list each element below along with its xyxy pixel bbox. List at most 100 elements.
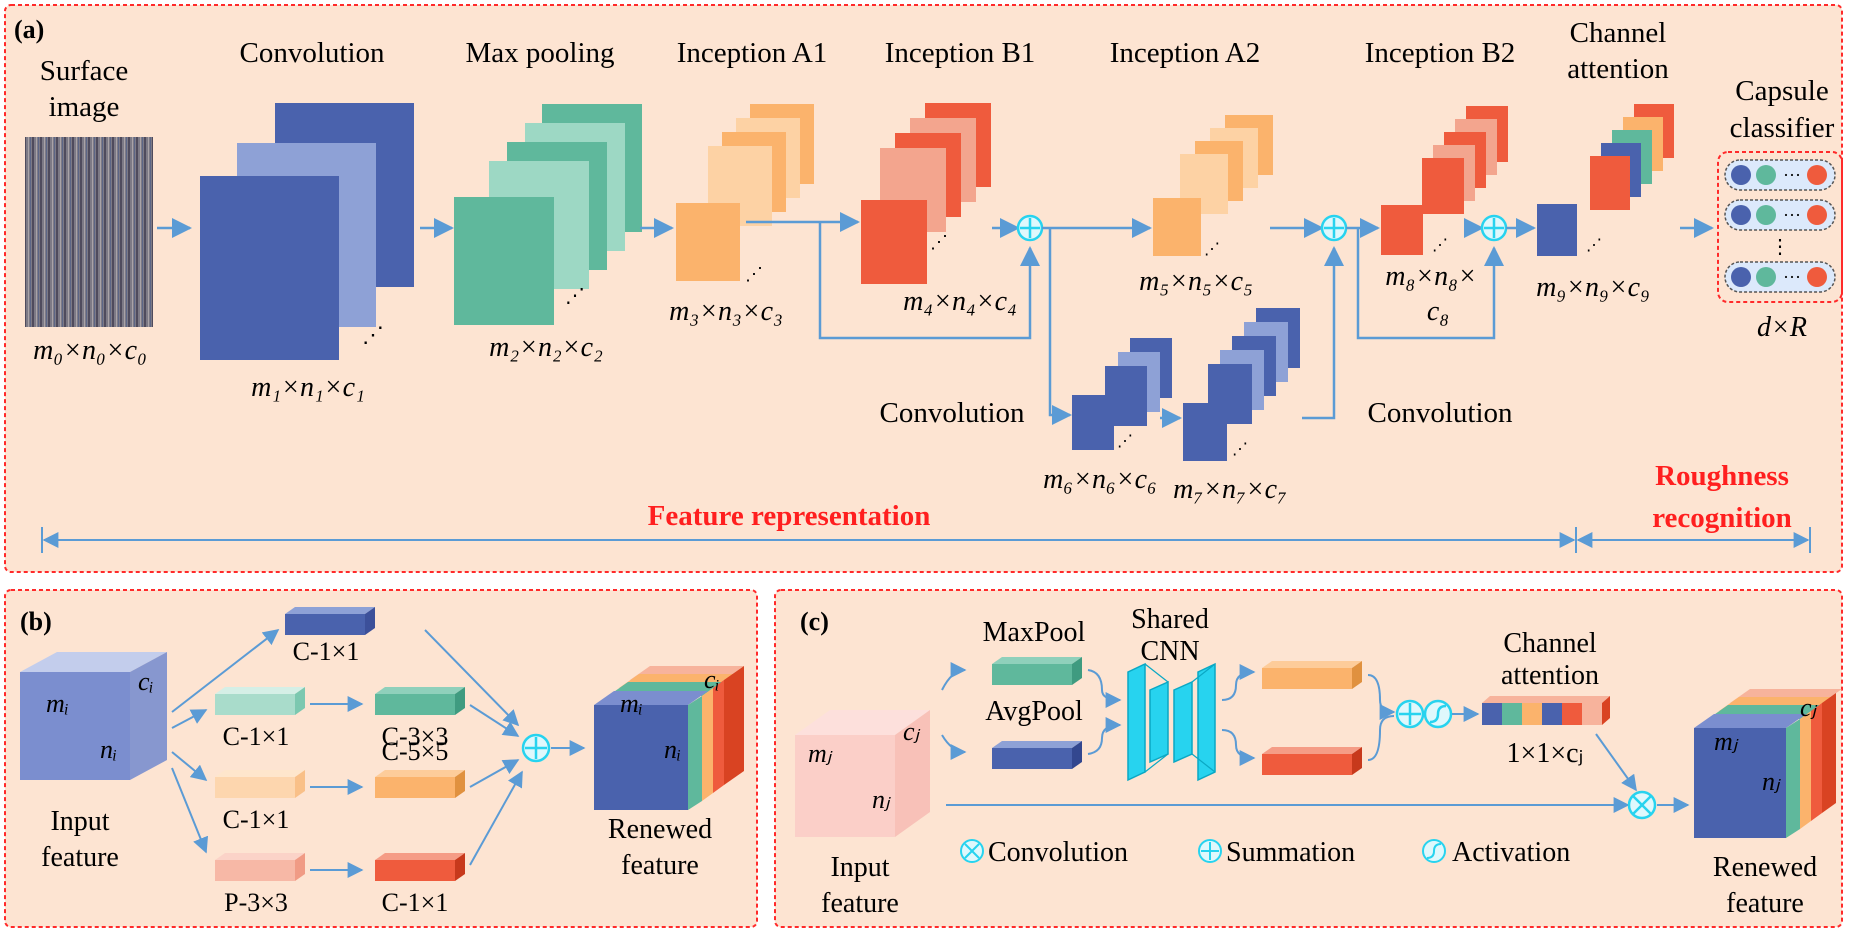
panel-b-input-cube <box>20 652 167 780</box>
panel-a: (a) Surface image m₀×n₀×c₀ Convolution ⋰… <box>4 4 1843 573</box>
legend-sum: Summation <box>1226 837 1355 868</box>
c-cube-c: cⱼ <box>903 717 921 746</box>
incB1-ellipsis: ⋰ <box>930 232 948 252</box>
branch-label-conv-left: Convolution <box>879 397 1025 429</box>
stage-title-incB1: Inception B1 <box>885 37 1036 69</box>
b-block-red-1x1 <box>375 853 465 881</box>
b-output-2: feature <box>621 850 699 881</box>
c-shared-cnn <box>1127 662 1216 782</box>
surface-image-title-1: Surface <box>40 55 129 87</box>
ca-ellipsis: ⋰ <box>1586 237 1602 254</box>
b-output-1: Renewed <box>608 814 712 845</box>
stage-title-caps-2: classifier <box>1730 112 1835 144</box>
convb1-map-1 <box>1072 395 1114 450</box>
c-ca-1: Channel <box>1503 628 1597 659</box>
svg-text:···: ··· <box>1783 205 1801 225</box>
b-block-label-5: C-5×5 <box>382 737 449 766</box>
b-out-c: cᵢ <box>704 665 720 694</box>
incB1-map-1 <box>861 200 927 284</box>
dim-m9: m₉×n₉×c₉ <box>1536 272 1650 303</box>
panel-b: (b) cᵢ mᵢ nᵢ Input feature C-1×1 <box>4 589 758 928</box>
dim-m3: m₃×n₃×c₃ <box>669 296 783 327</box>
convb-to-sum2 <box>1302 246 1344 420</box>
stage-title-maxpool: Max pooling <box>465 37 614 69</box>
convb1-ellipsis: ⋰ <box>1117 433 1133 450</box>
convb2-map-1 <box>1183 403 1227 461</box>
c-output-1: Renewed <box>1713 852 1817 883</box>
c-avgpool-label: AvgPool <box>985 696 1083 727</box>
c-maxpool-block <box>992 657 1082 685</box>
span-feature-label: Feature representation <box>648 500 931 532</box>
b-block-label-3: C-3×3 <box>382 722 449 751</box>
stage-title-caps-1: Capsule <box>1735 75 1828 107</box>
dim-dR: d×R <box>1757 312 1807 343</box>
dim-m2: m₂×n₂×c₂ <box>489 332 603 363</box>
panel-c-label: (c) <box>800 607 829 636</box>
c-out-c: cⱼ <box>1800 693 1818 722</box>
c-avgpool-block <box>992 741 1082 769</box>
b-input-1: Input <box>50 806 109 837</box>
dim-m0: m₀×n₀×c₀ <box>33 335 147 366</box>
incB2-map-1 <box>1381 205 1423 255</box>
dim-m7: m₇×n₇×c₇ <box>1173 474 1287 505</box>
convb2-ellipsis: ⋰ <box>1232 441 1248 458</box>
conv-ellipsis: ⋰ <box>362 322 384 347</box>
c-shared-2: CNN <box>1140 636 1199 667</box>
conv-map-1 <box>200 176 339 360</box>
c-legend: Convolution Summation Activation <box>960 837 1570 868</box>
capsule-box: ··· ··· ⋮ ··· <box>1717 151 1843 303</box>
surface-image <box>25 137 153 327</box>
b-block-green-3x3 <box>375 687 465 715</box>
c-shared-1: Shared <box>1131 604 1209 635</box>
dim-m8-2: c₈ <box>1427 296 1449 327</box>
stage-title-incA1: Inception A1 <box>677 37 828 69</box>
panel-c: (c) cⱼ mⱼ nⱼ Input feature MaxPool AvgPo… <box>774 589 1843 928</box>
c-ca-dim: 1×1×cⱼ <box>1507 738 1584 769</box>
b-input-2: feature <box>41 842 119 873</box>
b-cube-c: cᵢ <box>138 667 154 696</box>
b-block-label-4: C-1×1 <box>223 805 290 834</box>
incB2-map-2 <box>1422 158 1464 214</box>
b-block-orange-5x5 <box>375 770 465 798</box>
b-out-m: mᵢ <box>620 689 643 718</box>
c-ca-bar <box>1482 696 1610 725</box>
incA1-map-1 <box>676 203 740 281</box>
branch-label-conv-right: Convolution <box>1367 397 1513 429</box>
stage-title-incB2: Inception B2 <box>1365 37 1516 69</box>
pool-ellipsis: ⋰ <box>565 285 585 307</box>
c-input-1: Input <box>830 852 889 883</box>
span-rough-label-2: recognition <box>1652 502 1792 534</box>
c-cube-n: nⱼ <box>872 785 891 814</box>
branch-conv <box>1048 228 1072 425</box>
stage-title-ca-2: attention <box>1567 53 1669 85</box>
c-cube-m: mⱼ <box>808 739 833 768</box>
incA2-ellipsis: ⋰ <box>1204 241 1220 258</box>
b-block-label-6: P-3×3 <box>224 888 288 917</box>
dim-m4: m₄×n₄×c₄ <box>903 286 1017 317</box>
capsule-vdots: ⋮ <box>1770 236 1790 258</box>
legend-conv: Convolution <box>988 837 1128 868</box>
c-out-n: nⱼ <box>1762 767 1781 796</box>
c-out-red-block <box>1262 747 1362 775</box>
stage-title-ca-1: Channel <box>1570 17 1667 49</box>
panel-c-input-cube <box>795 710 930 837</box>
b-block-label-1: C-1×1 <box>293 637 360 666</box>
panel-b-label: (b) <box>20 607 52 636</box>
surface-image-title-2: image <box>49 91 120 123</box>
skip-b1 <box>818 222 1040 340</box>
c-out-m: mⱼ <box>1714 727 1739 756</box>
pool-map-1 <box>454 197 554 325</box>
c-out-orange-block <box>1262 661 1362 689</box>
panel-a-label: (a) <box>14 15 44 44</box>
panel-c-output-cube <box>1694 689 1842 838</box>
stage-title-incA2: Inception A2 <box>1110 37 1261 69</box>
b-cube-m: mᵢ <box>46 689 69 718</box>
panel-a-frame <box>4 4 1843 573</box>
incA1-ellipsis: ⋰ <box>745 264 763 284</box>
b-block-label-2: C-1×1 <box>223 722 290 751</box>
dim-m6: m₆×n₆×c₆ <box>1043 464 1157 495</box>
b-out-n: nᵢ <box>664 735 681 764</box>
panel-b-output-cube <box>594 666 744 810</box>
skip-b2 <box>1356 228 1504 340</box>
